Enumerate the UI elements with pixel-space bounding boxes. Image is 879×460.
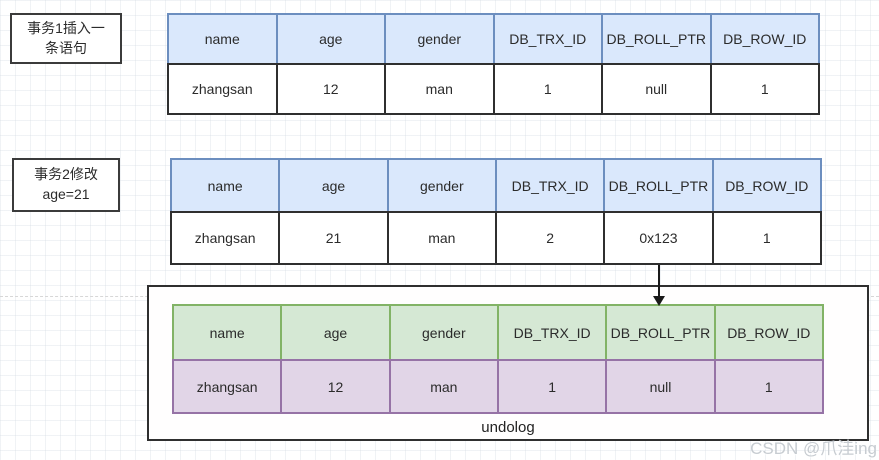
data-cell: 12: [280, 359, 389, 414]
data-cell: null: [601, 63, 710, 115]
record-table-after-update: name age gender DB_TRX_ID DB_ROLL_PTR DB…: [170, 158, 822, 265]
transaction1-note-line1: 事务1插入一: [27, 19, 105, 36]
header-cell: age: [280, 304, 389, 359]
csdn-watermark: CSDN @爪洼ing: [750, 439, 877, 458]
header-cell: name: [172, 304, 281, 359]
data-cell: man: [388, 359, 497, 414]
header-cell: name: [167, 13, 276, 63]
header-cell: name: [170, 158, 279, 211]
data-cell: 1: [713, 359, 824, 414]
header-cell: age: [278, 158, 387, 211]
header-cell: DB_ROW_ID: [713, 304, 824, 359]
transaction2-note-line2: age=21: [42, 186, 90, 202]
header-cell: gender: [384, 13, 493, 63]
data-cell: zhangsan: [167, 63, 276, 115]
undolog-label: undolog: [481, 419, 535, 436]
transaction1-note-line2: 条语句: [45, 39, 87, 56]
record-table-after-update-row: zhangsan 21 man 2 0x123 1: [170, 211, 822, 265]
transaction2-note-line1: 事务2修改: [34, 166, 98, 183]
header-cell: DB_ROW_ID: [709, 13, 820, 63]
transaction1-note: 事务1插入一 条语句: [10, 13, 122, 64]
header-cell: DB_ROLL_PTR: [603, 158, 712, 211]
header-cell: DB_ROW_ID: [711, 158, 822, 211]
data-cell: 1: [709, 63, 820, 115]
undolog-table: name age gender DB_TRX_ID DB_ROLL_PTR DB…: [172, 304, 824, 414]
record-table-after-insert-row: zhangsan 12 man 1 null 1: [167, 63, 820, 115]
data-cell: 1: [492, 63, 601, 115]
data-cell: 12: [275, 63, 384, 115]
header-cell: gender: [386, 158, 495, 211]
data-cell: man: [384, 63, 493, 115]
data-cell: man: [386, 211, 495, 265]
data-cell: 1: [711, 211, 822, 265]
header-cell: gender: [388, 304, 497, 359]
header-cell: DB_TRX_ID: [492, 13, 601, 63]
data-cell: 1: [496, 359, 606, 414]
transaction2-note: 事务2修改 age=21: [12, 158, 120, 212]
undolog-box: name age gender DB_TRX_ID DB_ROLL_PTR DB…: [147, 285, 869, 441]
data-cell: 21: [278, 211, 387, 265]
record-table-after-insert-header: name age gender DB_TRX_ID DB_ROLL_PTR DB…: [167, 13, 820, 63]
header-cell: DB_TRX_ID: [494, 158, 604, 211]
data-cell: zhangsan: [172, 359, 281, 414]
header-cell: age: [275, 13, 384, 63]
record-table-after-insert: name age gender DB_TRX_ID DB_ROLL_PTR DB…: [167, 13, 820, 115]
data-cell: null: [605, 359, 714, 414]
header-cell: DB_ROLL_PTR: [601, 13, 710, 63]
undolog-table-header: name age gender DB_TRX_ID DB_ROLL_PTR DB…: [172, 304, 824, 359]
roll-ptr-arrow-down-icon: [653, 265, 665, 306]
arrow-head: [653, 296, 665, 306]
undolog-table-row: zhangsan 12 man 1 null 1: [172, 359, 824, 414]
data-cell: zhangsan: [170, 211, 279, 265]
data-cell: 2: [494, 211, 604, 265]
header-cell: DB_TRX_ID: [496, 304, 606, 359]
record-table-after-update-header: name age gender DB_TRX_ID DB_ROLL_PTR DB…: [170, 158, 822, 211]
data-cell: 0x123: [603, 211, 712, 265]
arrow-line: [658, 265, 660, 297]
header-cell: DB_ROLL_PTR: [605, 304, 714, 359]
